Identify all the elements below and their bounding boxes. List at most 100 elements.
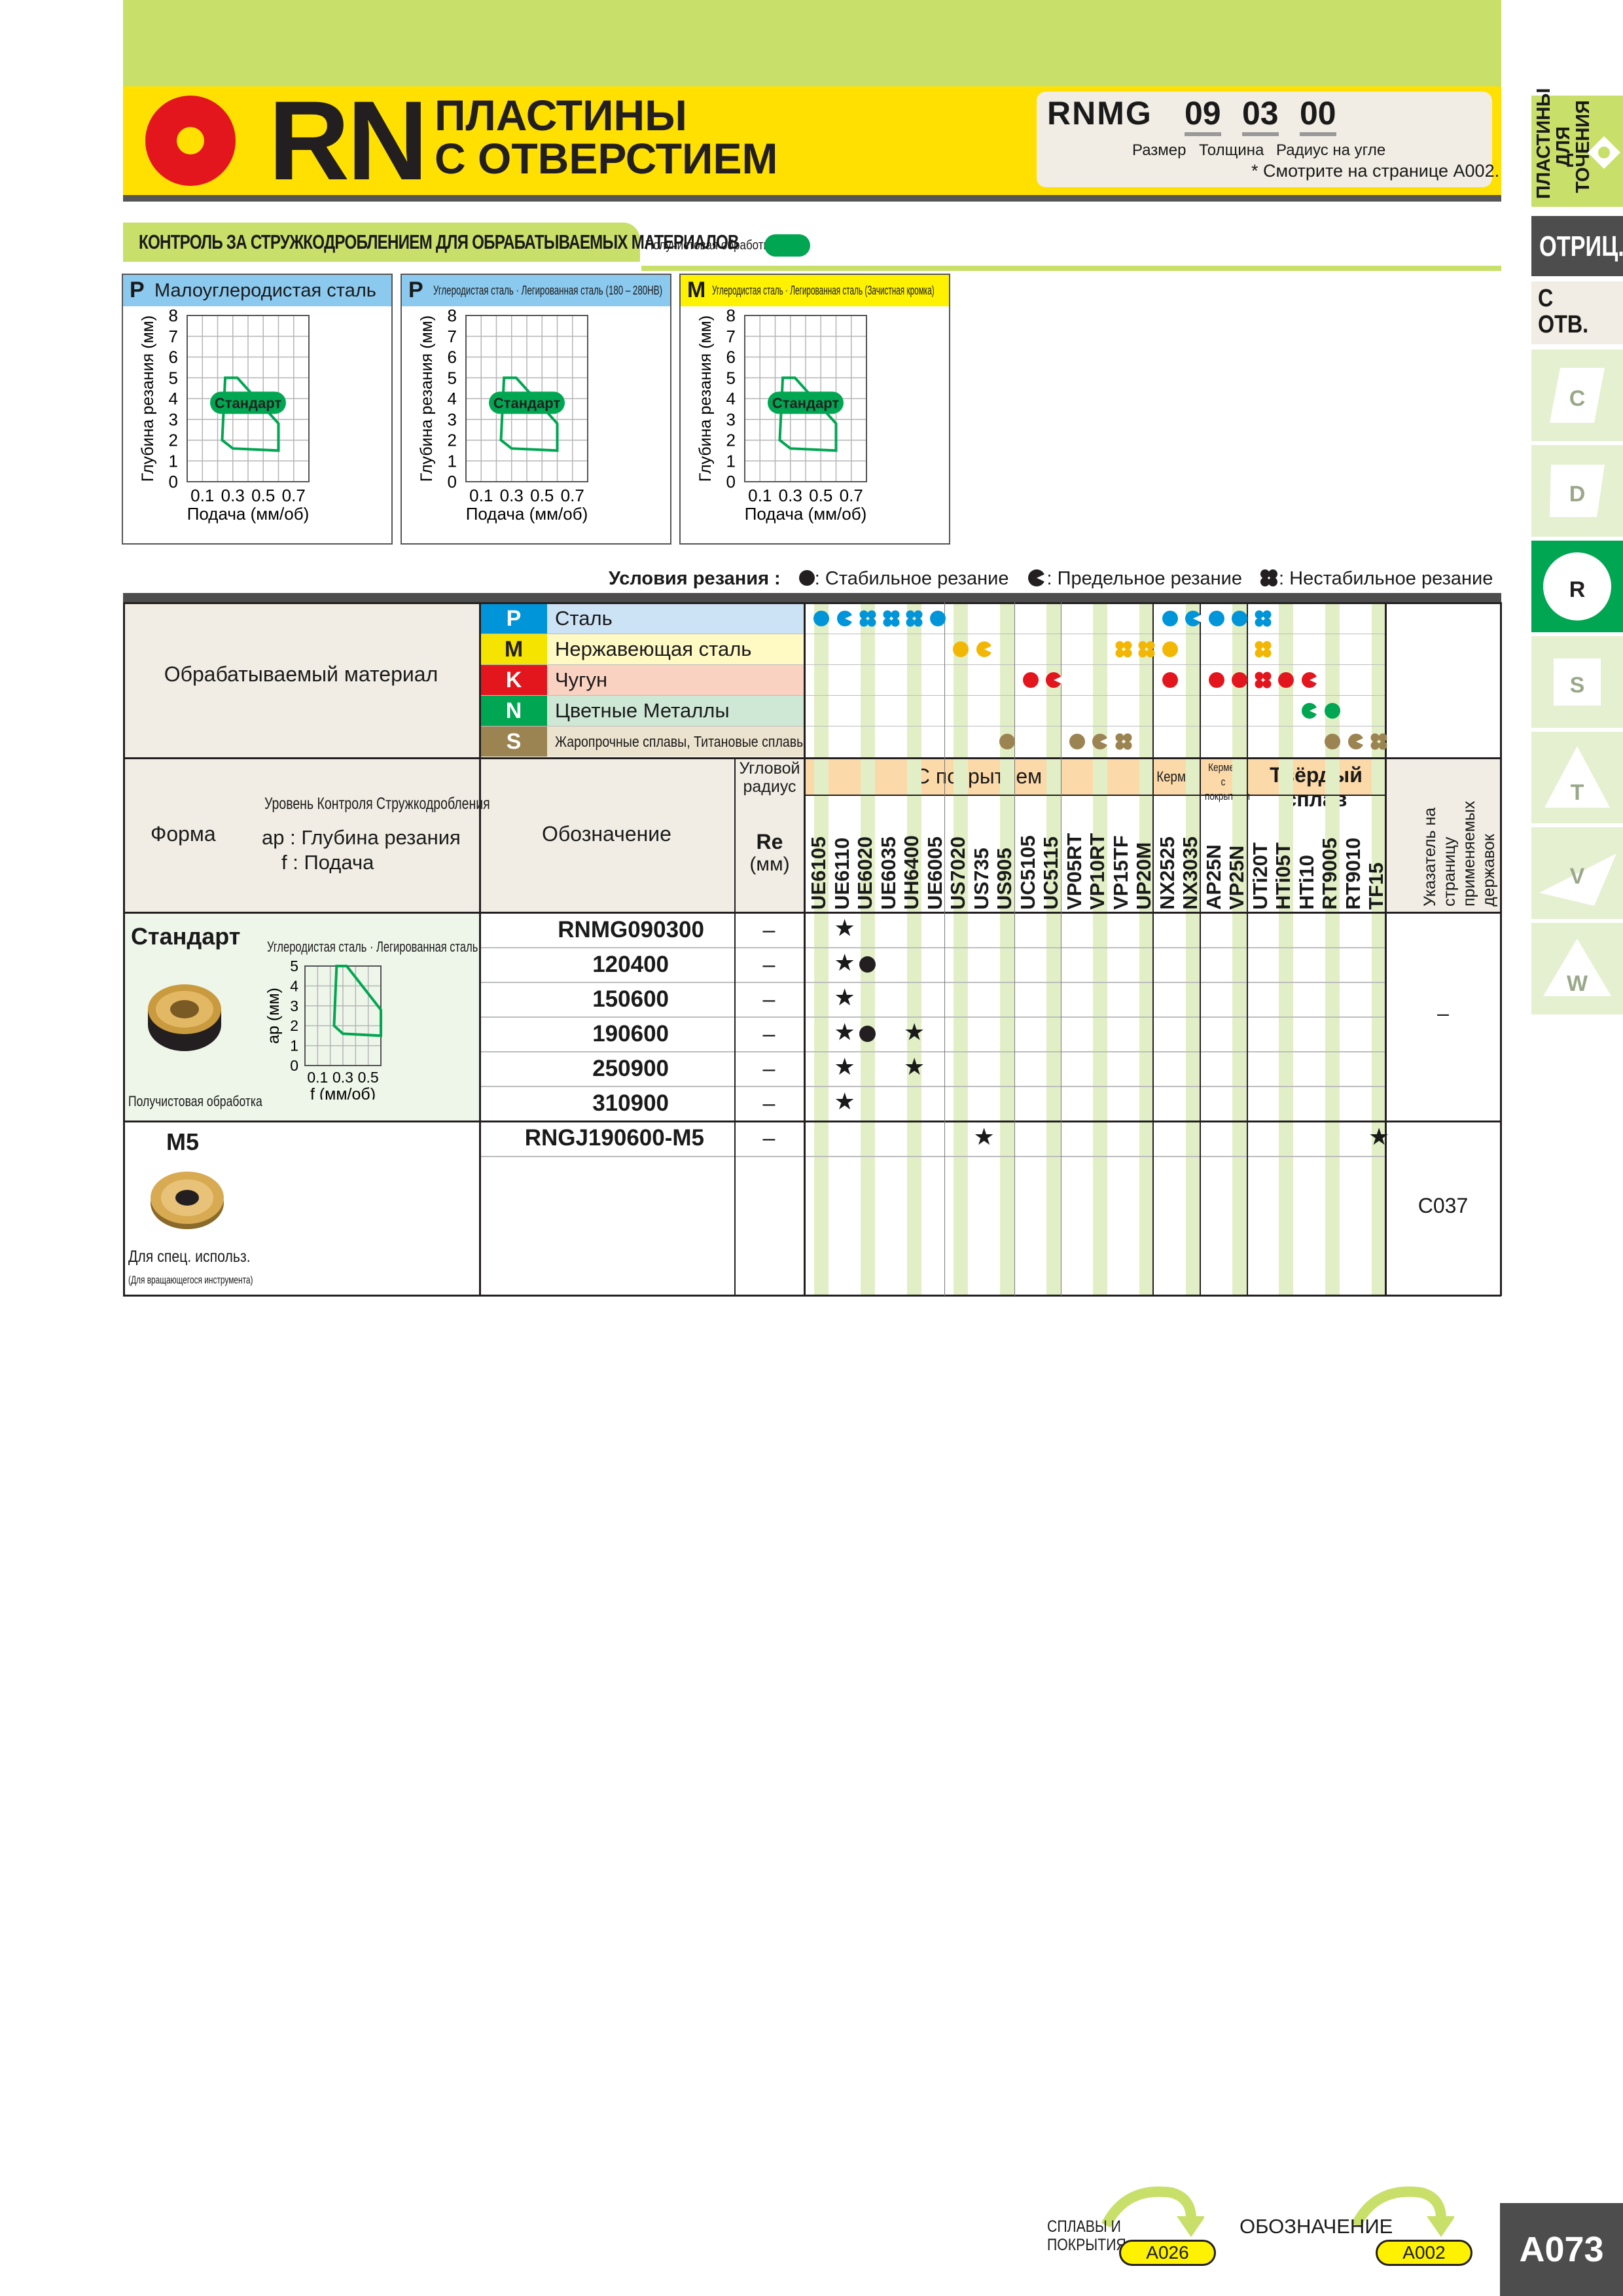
chip-chart-1-letter: P <box>130 278 145 302</box>
holder-ref-standard: – <box>1437 1001 1449 1025</box>
tab-shape-s[interactable]: S <box>1531 636 1623 732</box>
grade-name: UP20M <box>1132 842 1155 910</box>
limit-condition-icon <box>1301 703 1318 719</box>
condition-lobe <box>1370 733 1380 742</box>
chart-region-badge <box>210 391 286 414</box>
condition-lobe <box>1255 618 1263 627</box>
grade-name: HTi10 <box>1294 855 1318 910</box>
carbide-band <box>1247 758 1385 795</box>
condition-dot <box>1325 734 1340 749</box>
row-divider <box>479 982 1385 983</box>
standard-caption: Получистовая обработка <box>128 1093 262 1109</box>
stock-star-icon: ★ <box>973 1123 995 1150</box>
condition-dot <box>999 734 1015 749</box>
stable-label: : Стабильное резание <box>814 568 1009 589</box>
designation-page-link[interactable]: A002 <box>1376 2240 1472 2266</box>
chart-xlabel: Подача (мм/об) <box>745 504 867 524</box>
unstable-condition-icon <box>1370 733 1387 750</box>
col-divider-radius <box>804 602 806 1296</box>
tab-shape-d[interactable]: D <box>1531 445 1623 541</box>
material-divider <box>480 695 1385 696</box>
stable-condition-icon <box>813 611 829 626</box>
chip-chart-2-letter: P <box>408 278 423 302</box>
chart-ytick: 7 <box>726 327 736 346</box>
unstable-dot-icon <box>1260 569 1278 586</box>
corner-radius-value: – <box>762 918 776 942</box>
tab-shape-t[interactable]: T <box>1531 732 1623 827</box>
designation-thickness: 03 <box>1242 94 1279 136</box>
corner-radius-value: – <box>762 1056 776 1081</box>
condition-lobe <box>859 610 868 619</box>
mini-xtick: 0.5 <box>358 1069 379 1086</box>
stock-star-icon: ★ <box>834 949 855 976</box>
tab-shape-c[interactable]: C <box>1531 350 1623 445</box>
condition-dot <box>1022 672 1039 688</box>
tab-turning-inserts[interactable]: ПЛАСТИНЫ ДЛЯ ТОЧЕНИЯ <box>1531 88 1623 212</box>
m5-caption-small: (Для вращающегося инструмента) <box>128 1274 253 1286</box>
tab-with-hole[interactable]: С ОТВ. <box>1531 281 1623 350</box>
label-thickness: Толщина <box>1199 141 1264 159</box>
mini-region-outline <box>332 965 382 1037</box>
condition-lobe <box>1262 649 1271 658</box>
conditions-label: Условия резания : <box>609 568 781 589</box>
f-legend: f : Подача <box>281 851 374 874</box>
tab-negative[interactable]: ОТРИЦ. <box>1531 216 1623 281</box>
condition-lobe <box>867 610 876 619</box>
designation-code: 150600 <box>592 986 669 1012</box>
chart-region-label: Стандарт <box>772 395 840 411</box>
chart-frame <box>465 315 588 482</box>
shape-c-icon <box>1550 368 1605 423</box>
grade-column-stripe <box>1186 602 1200 1295</box>
chart-ytick: 1 <box>169 451 178 471</box>
radius-header: Угловой радиус <box>739 759 800 796</box>
chip-chart-3-letter: M <box>687 278 706 302</box>
chart-ytick: 5 <box>169 368 178 387</box>
grade-name: VP10RT <box>1086 833 1109 910</box>
stable-condition-icon <box>1325 734 1340 749</box>
tab-shape-v[interactable]: V <box>1531 827 1623 923</box>
condition-dot <box>1069 734 1085 749</box>
unstable-condition-icon <box>1255 610 1271 627</box>
material-name: Нержавеющая сталь <box>555 637 752 660</box>
stable-condition-icon <box>1069 734 1085 749</box>
chart-ytick: 2 <box>448 431 457 450</box>
chart-ytick: 3 <box>169 410 178 429</box>
shape-letter: T <box>1570 780 1584 805</box>
corner-radius-value: – <box>762 1126 776 1151</box>
chart-xtick: 0.1 <box>469 486 493 505</box>
chart-ytick: 5 <box>726 368 736 387</box>
row-divider <box>479 1156 1385 1157</box>
chart-ytick: 8 <box>169 306 178 325</box>
holder-ref-m5: C037 <box>1418 1194 1469 1217</box>
material-letter: N <box>480 696 547 726</box>
unstable-condition-icon <box>1138 641 1155 658</box>
chart-xtick: 0.3 <box>779 486 802 505</box>
series-code: RN <box>268 78 428 204</box>
grade-group-divider-v <box>1200 602 1201 1296</box>
grades-page-link[interactable]: A026 <box>1119 2240 1216 2266</box>
chart-ytick: 7 <box>169 327 178 346</box>
grades-label-line1: СПЛАВЫ И <box>1047 2217 1121 2236</box>
re-header: Re <box>756 830 783 853</box>
mini-ytick: 1 <box>290 1037 298 1054</box>
grade-name: VP15TF <box>1109 835 1132 910</box>
condition-lobe <box>1123 649 1132 658</box>
tab-shape-r[interactable]: R <box>1531 541 1623 636</box>
tab-shape-w[interactable]: W <box>1531 923 1623 1018</box>
condition-lobe <box>1262 641 1271 650</box>
condition-dot <box>1325 703 1340 719</box>
condition-lobe <box>1262 618 1271 627</box>
condition-notch <box>1309 676 1318 684</box>
chart-region-label: Стандарт <box>493 395 561 411</box>
chip-control-title: КОНТРОЛЬ ЗА СТРУЖКОДРОБЛЕНИЕМ ДЛЯ ОБРАБА… <box>139 230 739 253</box>
grade-name: TF15 <box>1364 862 1387 910</box>
corner-radius-value: – <box>762 1091 776 1116</box>
top-band <box>123 0 1501 86</box>
turning-insert-icon <box>1588 136 1620 169</box>
condition-dot <box>1162 672 1178 688</box>
condition-lobe <box>1255 649 1263 658</box>
